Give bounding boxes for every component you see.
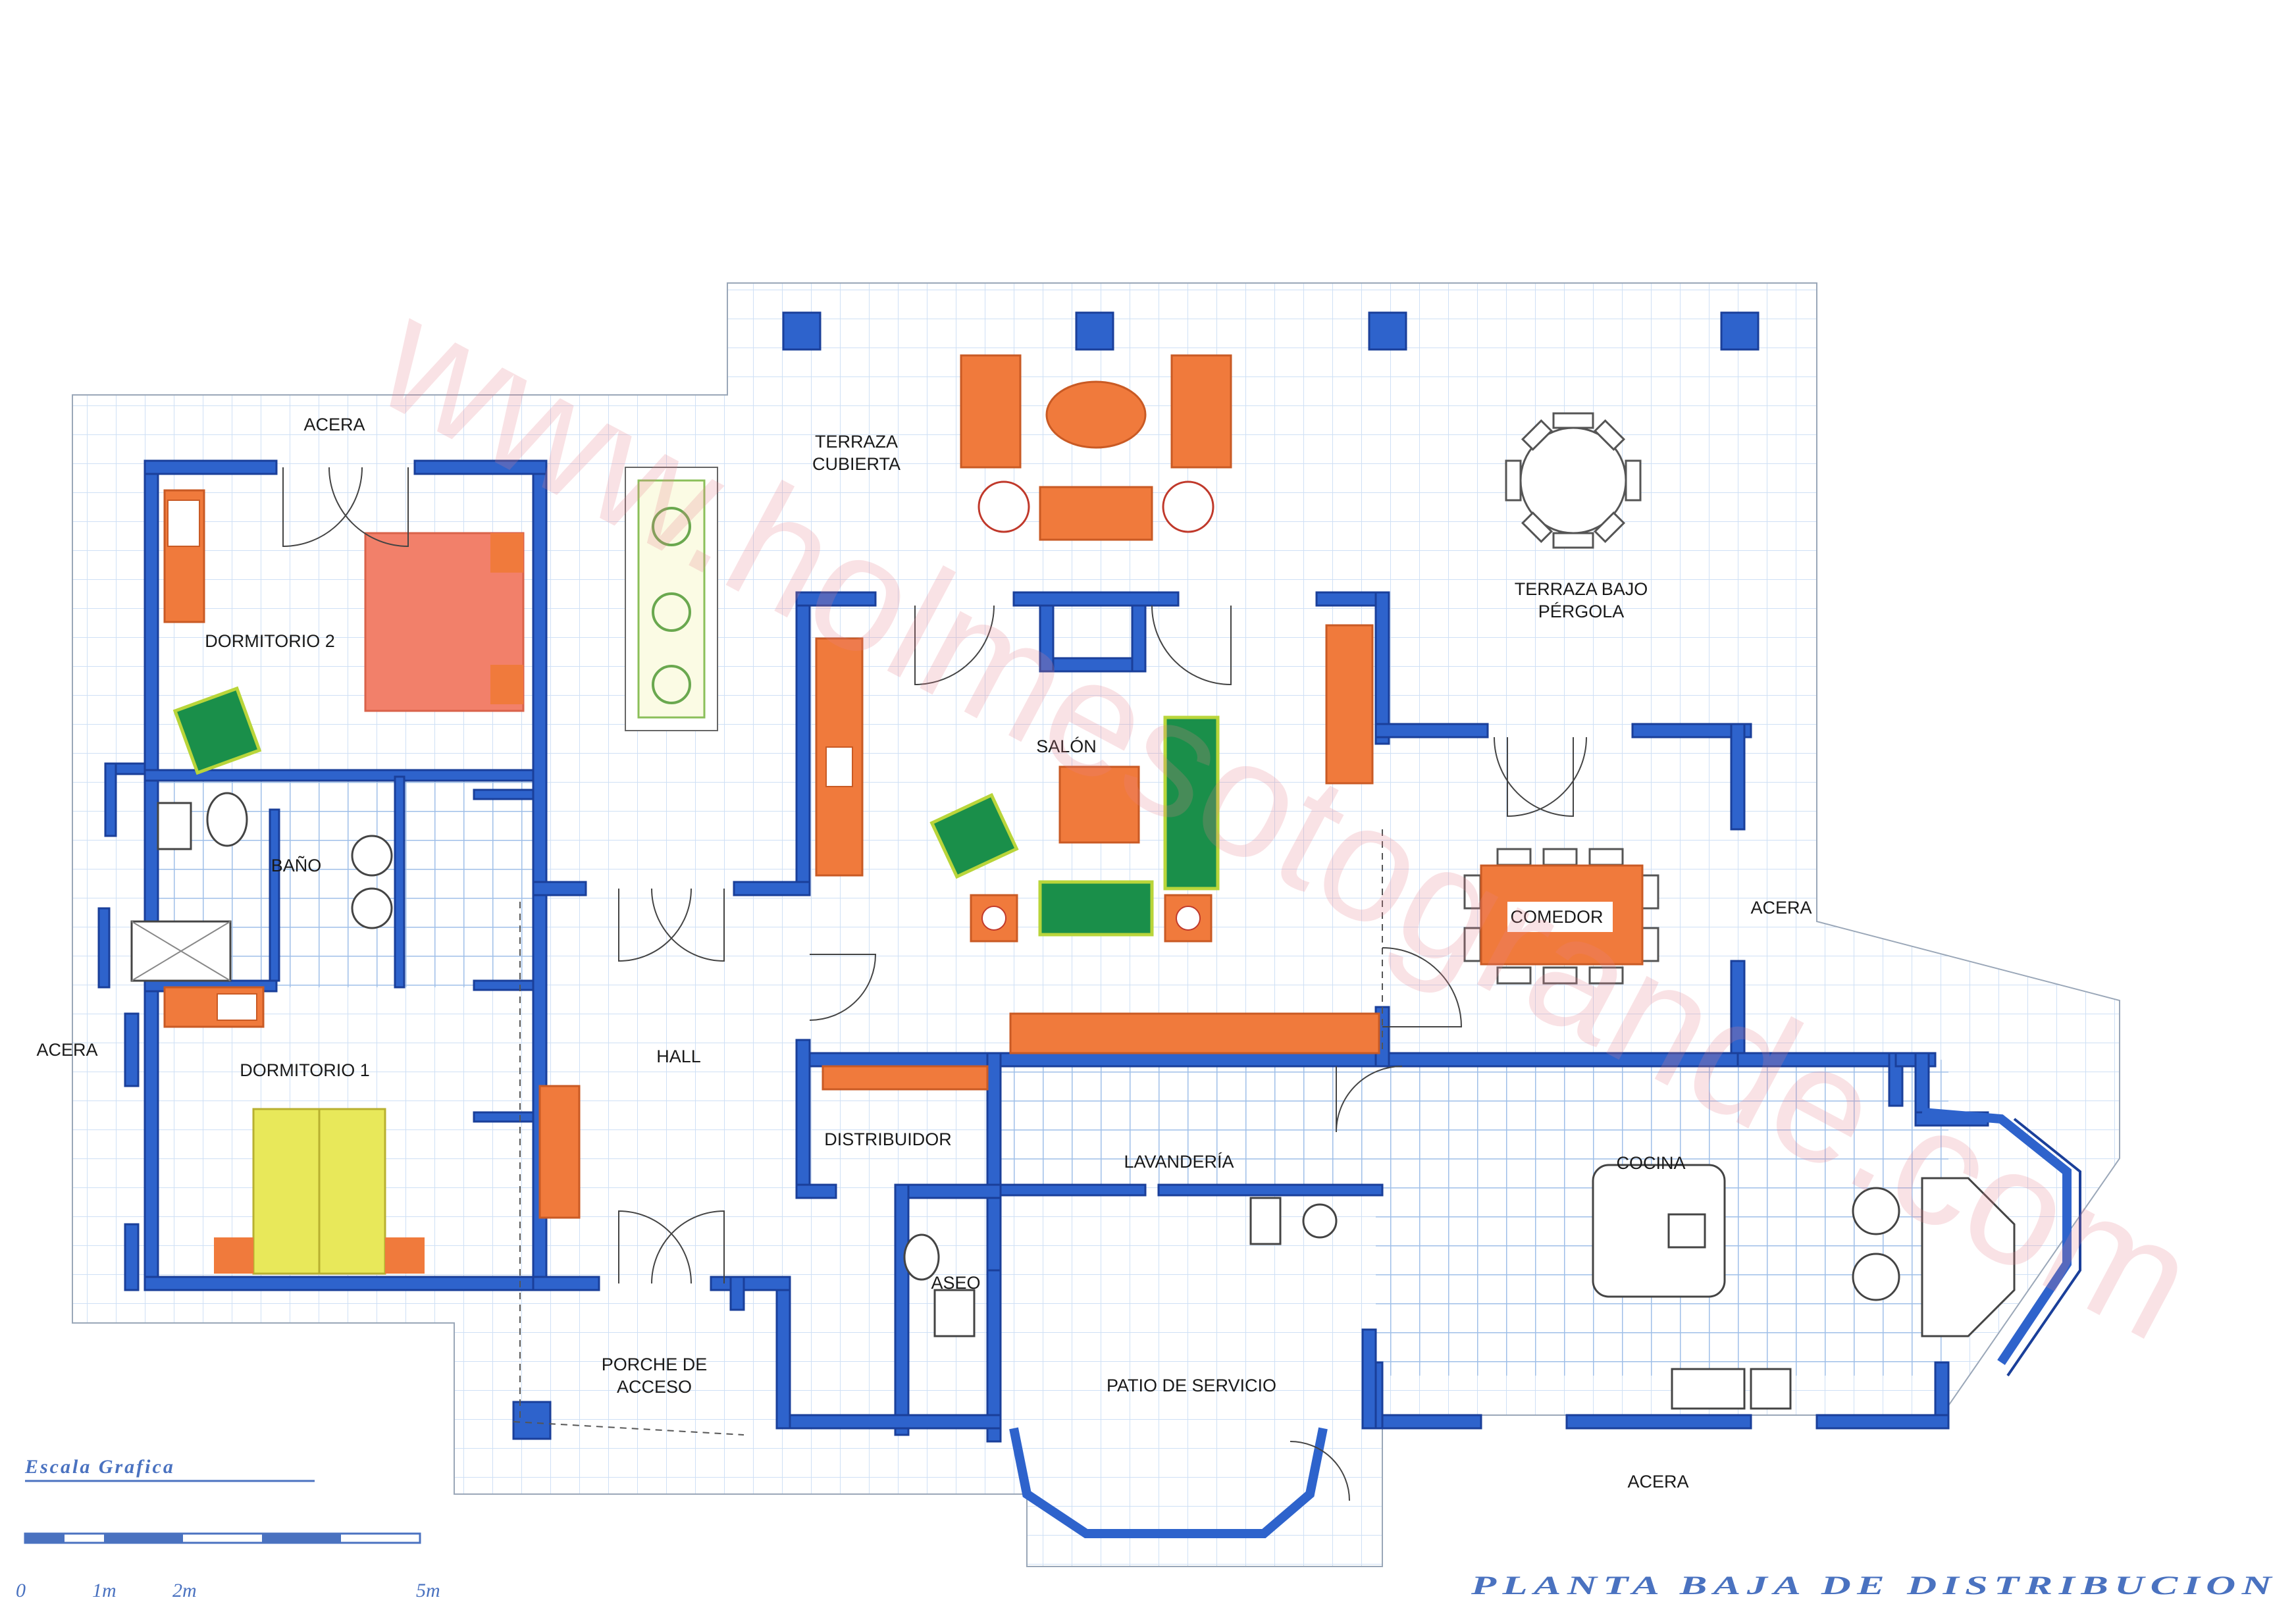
label-acera-right: ACERA (1750, 898, 1812, 918)
label-terraza-pergola-2: PÉRGOLA (1538, 602, 1625, 621)
label-distribuidor: DISTRIBUIDOR (824, 1129, 952, 1149)
dining-table (1463, 848, 1659, 985)
living-room-furniture (815, 624, 1380, 1091)
bathroom-fixtures (130, 792, 393, 982)
label-salon: SALÓN (1036, 736, 1097, 756)
label-terraza-cubierta-1: TERRAZA (815, 432, 898, 452)
terrace-lounge-set (960, 354, 1232, 541)
label-porche-2: ACCESO (617, 1377, 692, 1397)
label-acera-top: ACERA (303, 415, 365, 434)
label-dormitorio-2: DORMITORIO 2 (205, 631, 335, 651)
label-acera-bottom: ACERA (1627, 1472, 1688, 1491)
label-comedor: COMEDOR (1511, 907, 1604, 927)
label-hall: HALL (656, 1047, 701, 1066)
label-lavanderia: LAVANDERÍA (1124, 1152, 1234, 1172)
label-aseo: ASEO (931, 1273, 980, 1293)
pergola-round-table (1505, 412, 1642, 549)
label-terraza-cubierta-2: CUBIERTA (812, 454, 900, 474)
bedroom-2-furniture (163, 489, 525, 775)
kitchen-fixtures (1249, 1164, 2016, 1410)
graphic-scale: Escala Grafica 0 1m 2m 5m (16, 1456, 440, 1601)
label-porche-1: PORCHE DE (602, 1355, 708, 1374)
label-patio: PATIO DE SERVICIO (1107, 1376, 1276, 1395)
scale-title: Escala Grafica (24, 1456, 175, 1478)
scale-tick-0: 0 (16, 1580, 26, 1601)
columns (512, 311, 1760, 1440)
label-bano: BAÑO (271, 855, 322, 875)
toilet-fixtures (903, 1233, 976, 1337)
kitchen-bay-window (1921, 1108, 2072, 1365)
plan-title: PLANTA BAJA DE DISTRIBUCION (1470, 1570, 2278, 1600)
hall-console (538, 1085, 581, 1219)
bedroom-1-furniture (163, 986, 425, 1275)
room-labels: ACERA TERRAZA CUBIERTA TERRAZA BAJO PÉRG… (36, 415, 1812, 1491)
scale-tick-5m: 5m (416, 1580, 440, 1601)
scale-tick-2m: 2m (172, 1580, 197, 1601)
label-dormitorio-1: DORMITORIO 1 (240, 1060, 370, 1080)
doors (282, 467, 1587, 1501)
label-acera-left: ACERA (36, 1040, 97, 1060)
label-terraza-pergola-1: TERRAZA BAJO (1515, 579, 1648, 599)
laundry-tiles (994, 1060, 1376, 1185)
label-cocina: COCINA (1616, 1153, 1685, 1173)
patio-bay-window (1009, 1427, 1328, 1538)
scale-tick-1m: 1m (92, 1580, 117, 1601)
